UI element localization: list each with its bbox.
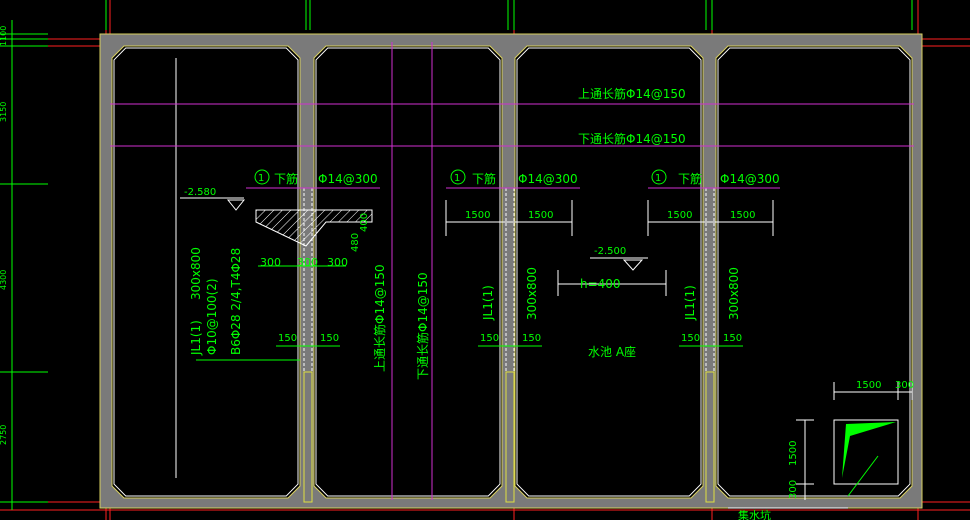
left-dim-2: 3150 [0, 102, 8, 122]
callout-label: 下筋 [472, 171, 496, 186]
dim-text: 1500 [730, 210, 755, 221]
section-dim-300b: 300 [297, 256, 318, 269]
beam-bars: B6Φ28 2/4,T4Φ28 [229, 248, 243, 355]
sump-box [833, 419, 899, 485]
sump-height: 1500 [788, 441, 799, 466]
dim-150: 150 [320, 333, 339, 344]
pool-compartment [715, 45, 913, 499]
level-triangle [226, 199, 246, 211]
beam-size: 300x800 [189, 247, 203, 300]
pool-compartment [111, 45, 301, 499]
level-marker-1: -2.580 [180, 187, 246, 211]
rebar-callout-3: 1 下筋 Φ14@300 [648, 169, 780, 189]
beam-name: JL1(1) [189, 320, 203, 356]
callout-mark-circle [254, 169, 270, 185]
sump-pit: 1500 300 1500 300 集水坑 [728, 380, 914, 520]
top-long-bar-label: 上通长筋Φ14@150 [578, 86, 686, 101]
sump-width: 1500 [856, 380, 881, 391]
sump-name: 集水坑 [738, 508, 771, 520]
callout-spec: Φ14@300 [518, 172, 578, 186]
pool-walls [99, 33, 923, 509]
compartment-inner-edge [516, 47, 702, 497]
dimension-1500-right: 1500 1500 [647, 200, 774, 236]
beam-band [705, 371, 715, 503]
sump-width-2: 300 [895, 380, 914, 391]
left-dimension-chain: 1100 3150 4300 2750 [0, 20, 48, 510]
compartment-inner-edge [717, 47, 911, 497]
compartment-inner-edge [113, 47, 299, 497]
callout-mark-number: 1 [655, 173, 661, 184]
dim-150: 150 [522, 333, 541, 344]
beam-stirrup: Φ10@100(2) [205, 278, 219, 355]
dim-150: 150 [723, 333, 742, 344]
callout-label: 下筋 [274, 171, 298, 186]
callout-spec: Φ14@300 [720, 172, 780, 186]
long-bars [110, 42, 914, 500]
beam-size: 300x800 [525, 267, 539, 320]
section-outline [255, 209, 373, 247]
left-dim-1: 1100 [0, 26, 8, 46]
callout-label: 下筋 [678, 171, 702, 186]
pool-name: 水池 A座 [588, 344, 636, 359]
dim-text: 1500 [528, 210, 553, 221]
dim-150: 150 [278, 333, 297, 344]
top-long-bar-vertical-label: 上通长筋Φ14@150 [372, 264, 387, 372]
rebar-callout-1: 1 下筋 Φ14@300 [246, 169, 380, 189]
section-dim-400: 400 [359, 213, 370, 232]
level-text: -2.580 [184, 187, 216, 198]
sump-fill [842, 422, 896, 478]
pool-compartment [313, 45, 503, 499]
sump-height-2: 300 [788, 480, 799, 499]
dim-text: 1500 [465, 210, 490, 221]
callout-spec: Φ14@300 [318, 172, 378, 186]
bottom-long-bar-label: 下通长筋Φ14@150 [578, 131, 686, 146]
section-dim-300a: 300 [260, 256, 281, 269]
beam-label-2: JL1(1) 300x800 [481, 267, 539, 321]
bottom-long-bar-vertical-label: 下通长筋Φ14@150 [415, 272, 430, 380]
pool-compartment [514, 45, 704, 499]
level-triangle [622, 259, 644, 271]
dim-text: 1500 [667, 210, 692, 221]
left-dim-3: 4300 [0, 270, 8, 290]
dims-150: 150 150 150 150 150 150 [276, 333, 743, 347]
beam-band [505, 371, 515, 503]
level-marker-2: -2.500 h=400 [557, 246, 667, 296]
callout-mark-number: 1 [454, 173, 460, 184]
sump-leader [847, 455, 879, 497]
dimension-1500-left: 1500 1500 [445, 200, 573, 236]
dim-150: 150 [681, 333, 700, 344]
beam-detail: JL1(1) 300x800 Φ10@100(2) B6Φ28 2/4,T4Φ2… [189, 247, 300, 361]
callout-mark-circle [651, 169, 667, 185]
beam-name: JL1(1) [481, 285, 495, 321]
section-dim-300c: 300 [327, 256, 348, 269]
beam-size: 300x800 [727, 267, 741, 320]
compartment-inner-edge [315, 47, 501, 497]
beam-name: JL1(1) [683, 285, 697, 321]
callout-mark-circle [450, 169, 466, 185]
left-dim-4: 2750 [0, 425, 8, 445]
h-text: h=400 [580, 277, 621, 291]
beam-band [303, 371, 313, 503]
level-text: -2.500 [594, 246, 626, 257]
callout-mark-number: 1 [258, 173, 264, 184]
beam-label-3: JL1(1) 300x800 [683, 267, 741, 321]
rebar-callout-2: 1 下筋 Φ14@300 [446, 169, 580, 189]
section-detail: 300 300 300 400 480 [255, 209, 373, 269]
dim-150: 150 [480, 333, 499, 344]
section-dim-480: 480 [350, 233, 361, 252]
